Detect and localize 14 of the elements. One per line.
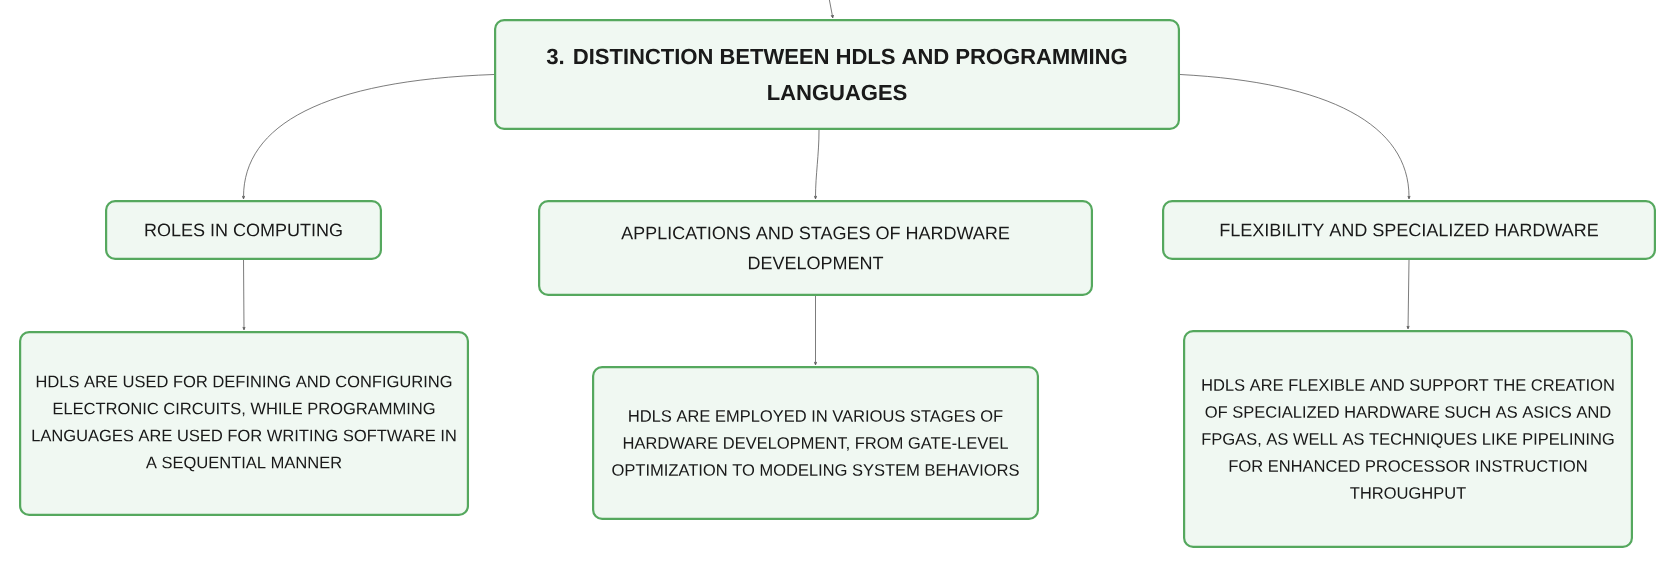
connector-arrow: [814, 295, 817, 366]
topic-box: 3. DISTINCTION BETWEEN HDLS AND PROGRAMMING LANGUAGES: [494, 19, 1180, 130]
connector-arrow: [828, 0, 834, 19]
connector-arrow: [1179, 74, 1411, 200]
subtopic-box: APPLICATIONS AND STAGES OF HARDWARE DEVELOPMENT: [538, 200, 1093, 296]
connector-arrow: [814, 129, 820, 200]
connector-arrow: [1406, 259, 1410, 330]
description-box: HDLS ARE EMPLOYED IN VARIOUS STAGES OF HARDWARE DEVELOPMENT, FROM GATE-LEVEL OPTIMIZATION TO MODELING SYSTEM BEHAVIORS: [592, 366, 1039, 520]
description-box: HDLS ARE USED FOR DEFINING AND CONFIGURING ELECTRONIC CIRCUITS, WHILE PROGRAMMING LANGUAGES ARE USED FOR WRITING SOFTWARE IN A SEQUENTIAL MANNER: [19, 331, 469, 516]
connector-arrow: [242, 74, 495, 200]
subtopic-box: FLEXIBILITY AND SPECIALIZED HARDWARE: [1162, 200, 1656, 260]
description-box: HDLS ARE FLEXIBLE AND SUPPORT THE CREATION OF SPECIALIZED HARDWARE SUCH AS ASICS AND FPGAS, AS WELL AS TECHNIQUES LIKE PIPELINING FOR ENHANCED PROCESSOR INSTRUCTION THROUGHPUT: [1183, 330, 1633, 548]
subtopic-box: ROLES IN COMPUTING: [105, 200, 382, 260]
connector-arrow: [242, 259, 246, 331]
